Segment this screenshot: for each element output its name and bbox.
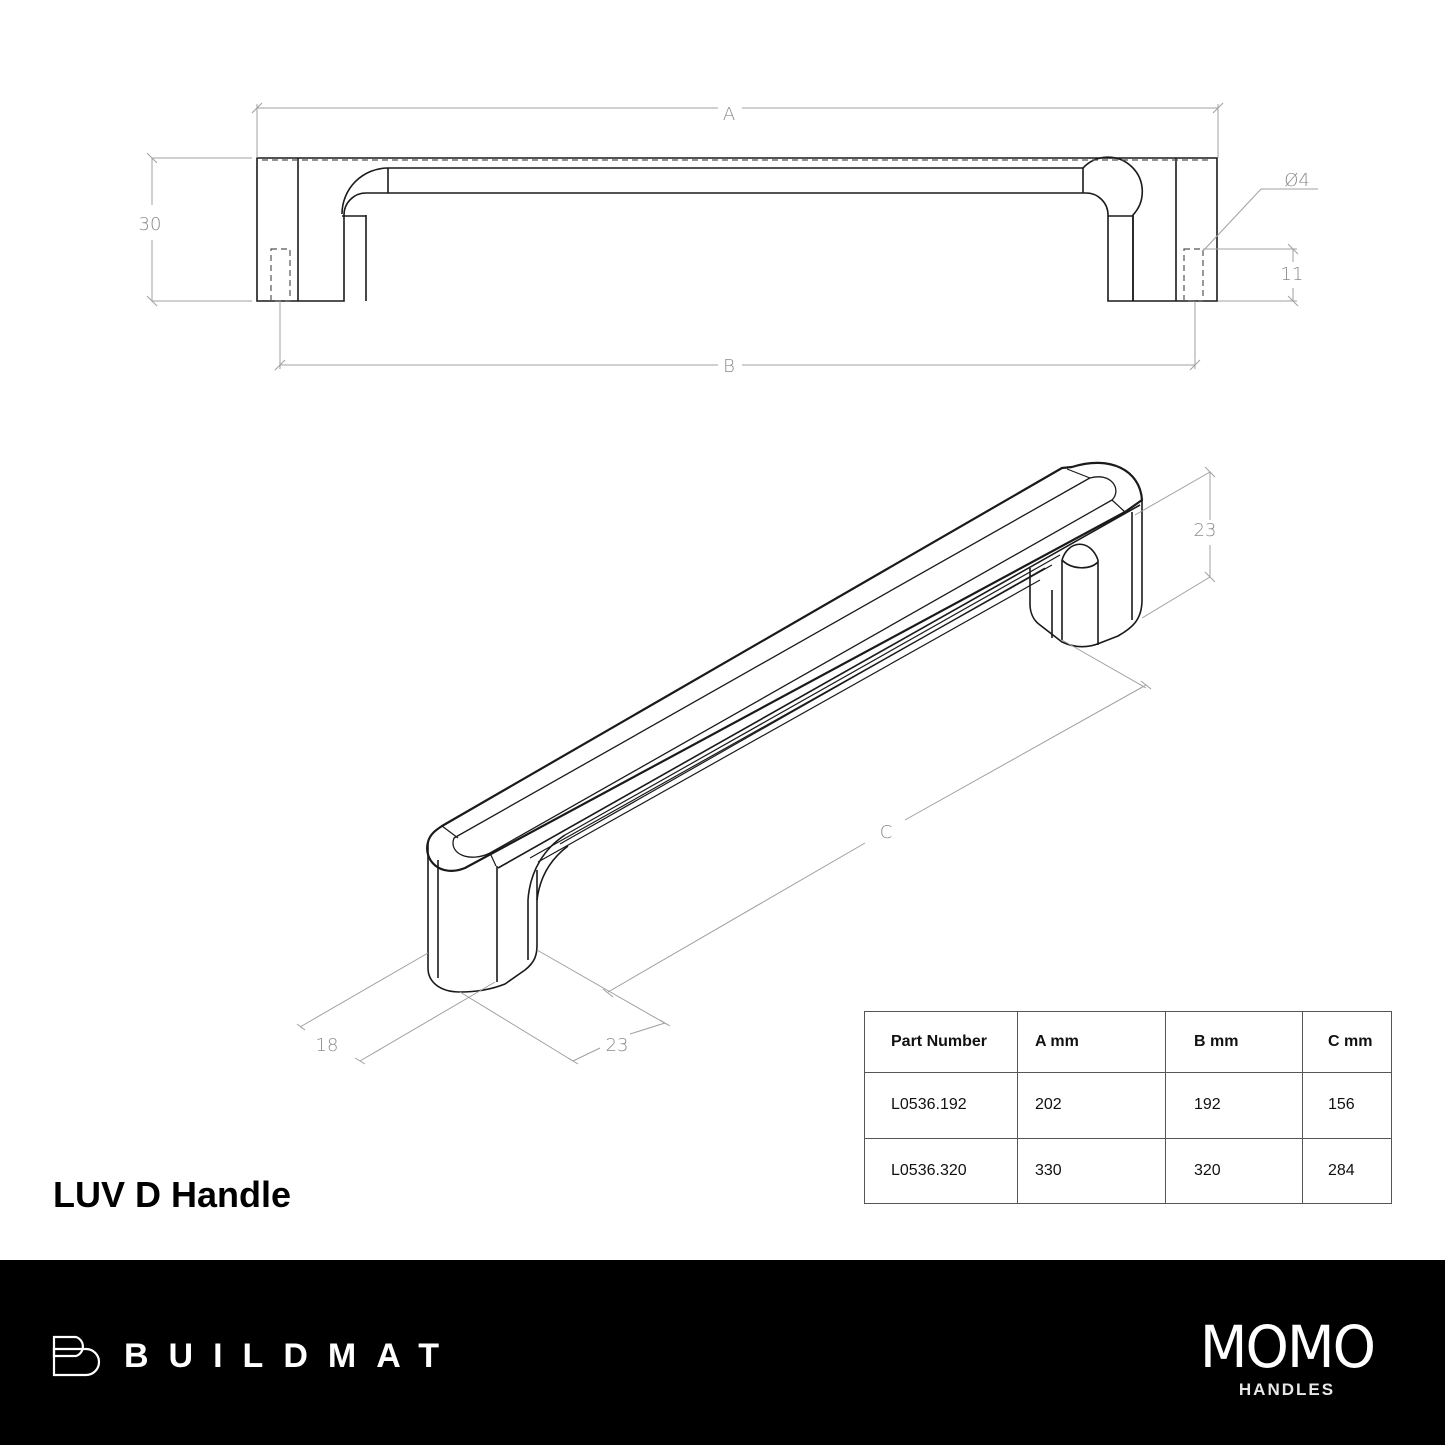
table-header-row: Part Number A mm B mm C mm bbox=[864, 1011, 1392, 1073]
buildmat-wordmark: BUILDMAT bbox=[124, 1336, 459, 1375]
header-b-mm: B mm bbox=[1165, 1011, 1303, 1073]
cell-b-mm: 192 bbox=[1165, 1072, 1303, 1139]
buildmat-logo: BUILDMAT bbox=[50, 1335, 459, 1377]
footer-bar: BUILDMAT MOMO HANDLES bbox=[0, 1260, 1445, 1445]
technical-drawing: A B 30 Ø4 11 bbox=[139, 102, 1318, 1065]
hidden-lines bbox=[262, 159, 1212, 302]
dim-hole-depth-label: 11 bbox=[1281, 264, 1304, 285]
cell-part-number: L0536.320 bbox=[864, 1137, 1018, 1204]
cell-c-mm: 284 bbox=[1302, 1137, 1392, 1204]
dim-a-label: A bbox=[723, 104, 735, 125]
buildmat-b-icon bbox=[52, 1335, 101, 1377]
cell-part-number: L0536.192 bbox=[864, 1072, 1018, 1139]
cell-a-mm: 330 bbox=[1017, 1137, 1166, 1204]
dim-c-label: C bbox=[880, 822, 893, 843]
iso-dimensions bbox=[296, 466, 1216, 1065]
cell-c-mm: 156 bbox=[1302, 1072, 1392, 1139]
momo-subtitle: HANDLES bbox=[1238, 1380, 1336, 1399]
dim-hole-diameter-label: Ø4 bbox=[1284, 170, 1310, 191]
cell-b-mm: 320 bbox=[1165, 1137, 1303, 1204]
header-a-mm: A mm bbox=[1017, 1011, 1166, 1073]
header-part-number: Part Number bbox=[864, 1011, 1018, 1073]
momo-logo: MOMO HANDLES bbox=[1182, 1318, 1392, 1400]
dim-height-label: 30 bbox=[139, 214, 162, 235]
dim-iso-height-label: 23 bbox=[1194, 520, 1217, 541]
table-row: L0536.320 330 320 284 bbox=[864, 1137, 1392, 1204]
product-title: LUV D Handle bbox=[53, 1174, 292, 1215]
dim-iso-width-label: 18 bbox=[316, 1035, 339, 1056]
isometric-view bbox=[426, 461, 1144, 993]
header-c-mm: C mm bbox=[1302, 1011, 1392, 1073]
momo-wordmark: MOMO bbox=[1199, 1313, 1376, 1381]
front-view bbox=[256, 156, 1218, 302]
spec-table: Part Number A mm B mm C mm L0536.192 202… bbox=[864, 1011, 1392, 1204]
dim-b-label: B bbox=[723, 356, 735, 377]
cell-a-mm: 202 bbox=[1017, 1072, 1166, 1139]
table-row: L0536.192 202 192 156 bbox=[864, 1072, 1392, 1139]
front-dimensions bbox=[146, 102, 1318, 371]
dim-iso-depth-label: 23 bbox=[606, 1035, 629, 1056]
